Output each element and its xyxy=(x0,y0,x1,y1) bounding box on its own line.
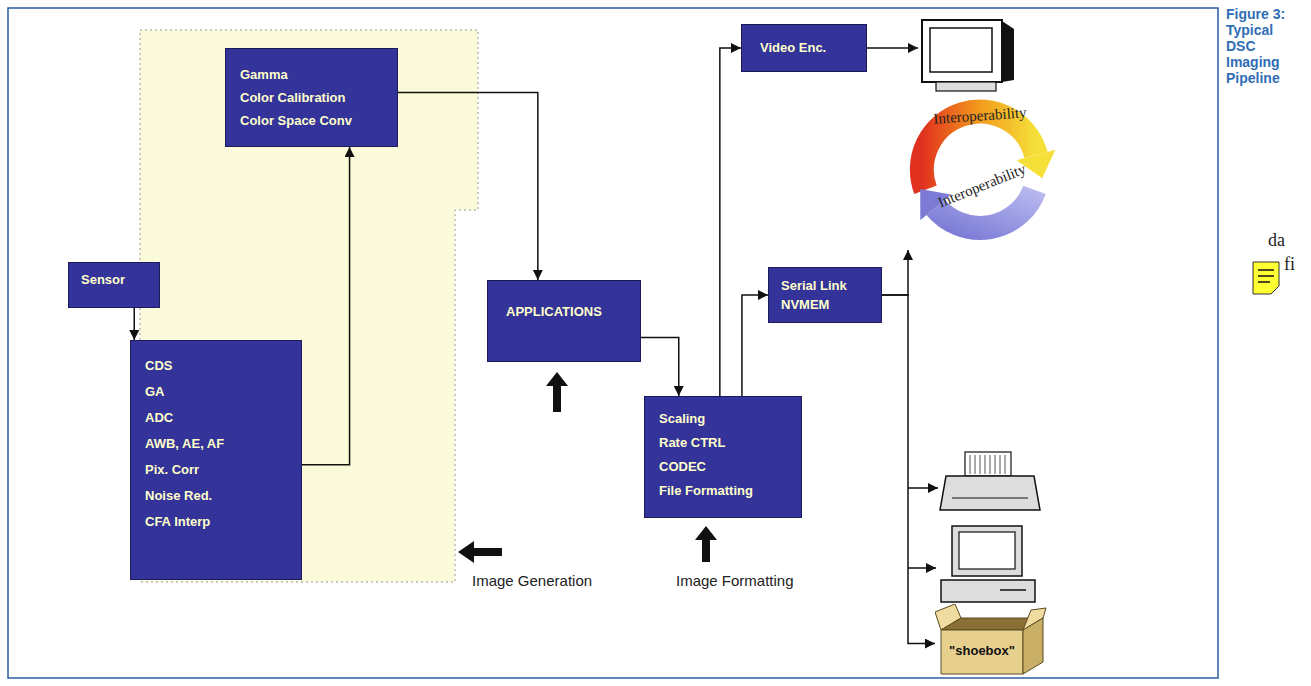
box-text: AWB, AE, AF xyxy=(145,431,287,457)
box-text: CODEC xyxy=(659,455,787,479)
box-text: CFA Interp xyxy=(145,509,287,535)
box-drawing xyxy=(935,604,1047,676)
box-text: APPLICATIONS xyxy=(506,303,622,321)
process-box: ScalingRate CTRLCODECFile Formatting xyxy=(644,396,802,518)
box-text: Color Space Conv xyxy=(240,109,383,132)
figure-caption: Figure 3: Typical DSC Imaging Pipeline xyxy=(1226,6,1298,86)
connector xyxy=(133,308,135,340)
box-text: Scaling xyxy=(659,407,787,431)
interoperability-ring: InteroperabilityInteroperability xyxy=(902,78,1062,250)
box-text: Serial Link xyxy=(781,276,869,295)
stage-label: Image Generation xyxy=(472,572,592,589)
box-text: Video Enc. xyxy=(760,39,848,57)
process-box: Serial LinkNVMEM xyxy=(768,267,882,323)
leader-arrow xyxy=(867,47,918,49)
box-text: Color Calibration xyxy=(240,86,383,109)
process-box: CDSGAADCAWB, AE, AFPix. CorrNoise Red.CF… xyxy=(130,340,302,580)
box-text: Pix. Corr xyxy=(145,457,287,483)
stage-label: Image Formatting xyxy=(676,572,794,589)
process-box: APPLICATIONS xyxy=(487,280,641,362)
process-box: Sensor xyxy=(68,262,160,308)
block-arrow xyxy=(546,372,568,412)
note-icon xyxy=(1253,262,1279,294)
connector xyxy=(742,295,768,396)
box-front xyxy=(941,630,1023,674)
stray-text: da xyxy=(1268,230,1285,251)
process-box: GammaColor CalibrationColor Space Conv xyxy=(225,48,398,147)
leader-arrow xyxy=(908,487,938,489)
printer xyxy=(940,452,1040,510)
box-text: Sensor xyxy=(81,271,147,289)
box-text: File Formatting xyxy=(659,479,787,503)
computer xyxy=(941,526,1035,602)
block-arrow xyxy=(695,526,717,562)
ring-arrows xyxy=(902,78,1062,250)
box-text: ADC xyxy=(145,405,287,431)
box-text: GA xyxy=(145,379,287,405)
box-text: Gamma xyxy=(240,63,383,86)
leader-arrow xyxy=(908,567,936,569)
process-box: Video Enc. xyxy=(741,24,867,72)
box-text: Noise Red. xyxy=(145,483,287,509)
connector xyxy=(720,48,741,396)
image-generation-region xyxy=(140,30,478,582)
figure-frame xyxy=(8,8,1218,678)
box-label: "shoebox" xyxy=(949,643,1015,658)
stray-text: fi xyxy=(1284,254,1295,275)
connector xyxy=(302,147,350,465)
box-text: NVMEM xyxy=(781,295,869,314)
box-text: Rate CTRL xyxy=(659,431,787,455)
box-side xyxy=(1023,618,1043,674)
box-text: CDS xyxy=(145,353,287,379)
connector xyxy=(882,250,908,295)
shoebox-icon: "shoebox" xyxy=(935,604,1047,676)
connector xyxy=(882,295,935,644)
connector xyxy=(641,337,679,396)
block-arrow xyxy=(458,541,502,563)
tv-monitor xyxy=(922,20,1014,91)
connector xyxy=(398,93,538,280)
